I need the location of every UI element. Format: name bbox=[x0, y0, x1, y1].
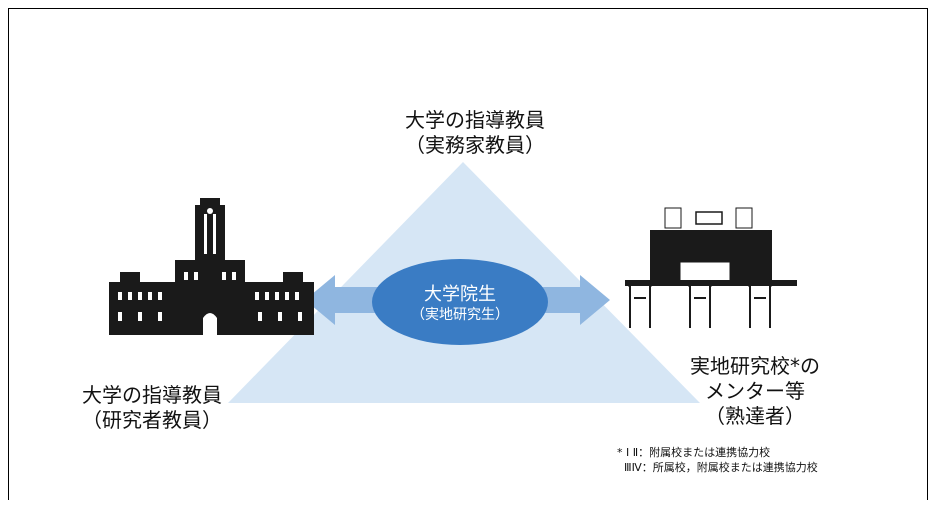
left-arrow bbox=[305, 275, 395, 325]
left-role-line2: （研究者教員） bbox=[82, 408, 222, 432]
top-role-label: 大学の指導教員 （実務家教員） bbox=[355, 108, 595, 158]
right-role-label: 実地研究校*の メンター等 （熟達者） bbox=[655, 354, 855, 429]
right-role-line3: （熟達者） bbox=[705, 404, 805, 428]
graduate-student-ellipse bbox=[372, 259, 548, 345]
left-role-label: 大学の指導教員 （研究者教員） bbox=[52, 383, 252, 433]
center-label: 大学院生 （実地研究生） bbox=[380, 284, 540, 324]
footnote: * Ⅰ Ⅱ：附属校または連携協力校 ⅢⅣ：所属校，附属校または連携協力校 bbox=[617, 446, 818, 476]
top-role-line1: 大学の指導教員 bbox=[405, 108, 545, 132]
center-subtitle: （実地研究生） bbox=[411, 306, 509, 323]
center-title: 大学院生 bbox=[424, 284, 496, 305]
top-role-line2: （実務家教員） bbox=[405, 133, 545, 157]
footnote-line2: ⅢⅣ：所属校，附属校または連携協力校 bbox=[617, 460, 818, 474]
footnote-line1: * Ⅰ Ⅱ：附属校または連携協力校 bbox=[617, 446, 771, 459]
diagram-frame bbox=[8, 8, 928, 500]
right-role-line1: 実地研究校*の bbox=[690, 354, 820, 378]
left-role-line1: 大学の指導教員 bbox=[82, 383, 222, 407]
right-role-line2: メンター等 bbox=[705, 379, 805, 403]
university-building-icon bbox=[109, 198, 314, 335]
classroom-icon bbox=[625, 207, 797, 328]
